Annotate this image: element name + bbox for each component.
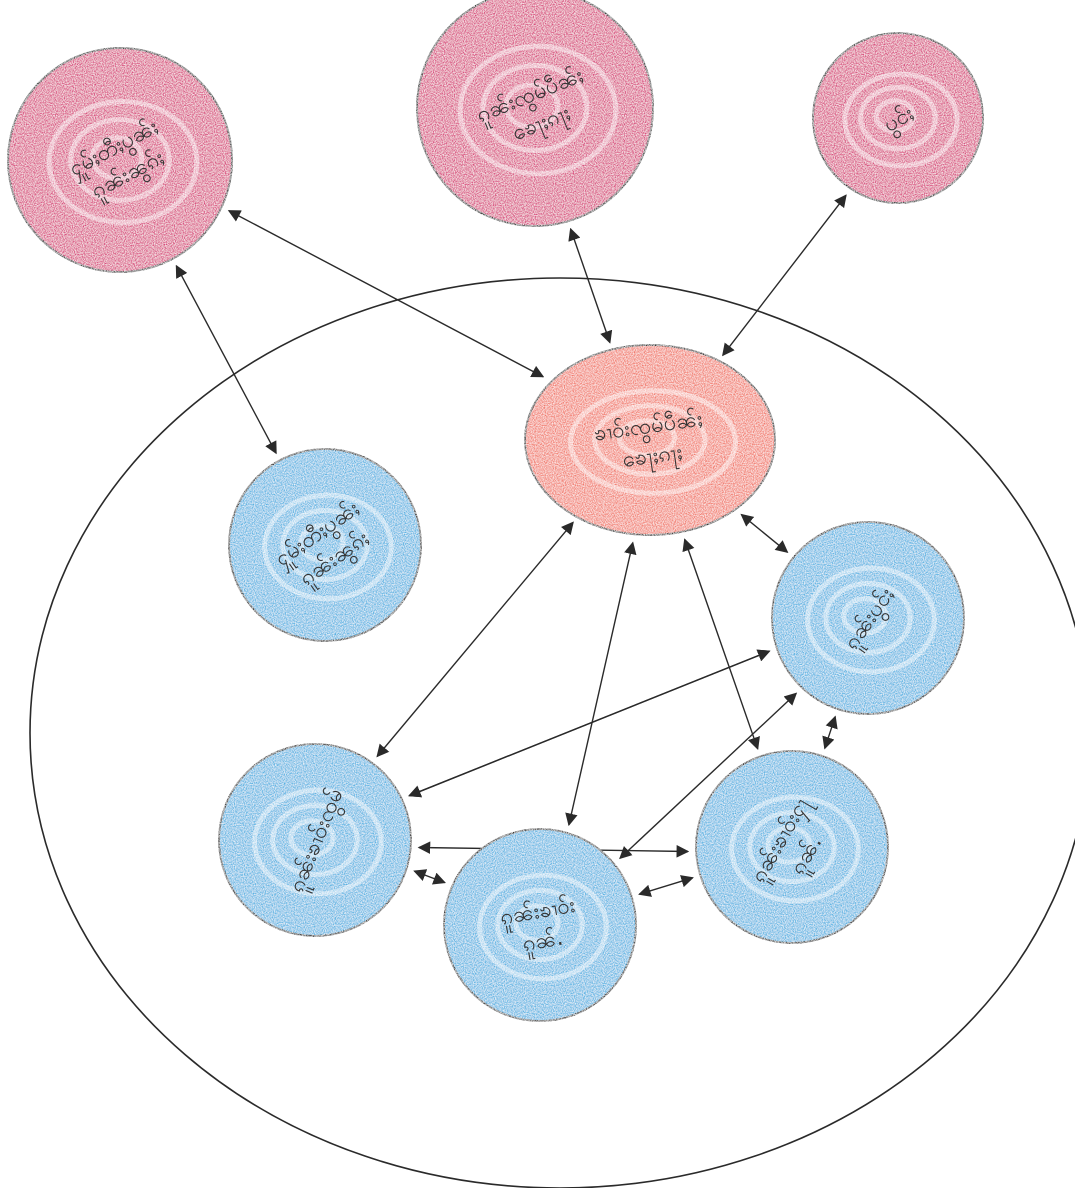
crayon-swirl: [805, 565, 937, 675]
boundary-ellipse: [29, 277, 1075, 1188]
crayon-swirl: [89, 135, 145, 181]
edge-center-inner-5: [682, 538, 760, 750]
node-circle-outer-3: [812, 32, 984, 204]
crayon-swirl: [765, 825, 813, 865]
node-outer-2: ၵူၼ်းၸွမ်ပဵၼ်ႈၶေႃႈၵႃႈ: [416, 0, 654, 227]
edge-outer-2-center: [568, 227, 613, 344]
node-inner-4: ၵူၼ်းၶၢဝ်းၵူၼ်.: [443, 828, 637, 1022]
edge-outer-1-center: [227, 210, 545, 378]
crayon-swirl: [747, 809, 837, 885]
edge-inner-2-inner-5: [822, 715, 838, 750]
node-inner-2: ၵူၼ်းပွင်ႈ: [771, 521, 965, 715]
node-inner-1: ႁူမ်ႈတီႈပွၼ်ႈၵူၼ်းၼွၵ်ႈ: [228, 448, 422, 642]
edge-inner-4-inner-5: [638, 875, 694, 897]
crayon-swirl: [262, 492, 394, 602]
crayon-swirl: [592, 403, 708, 477]
edges-layer: [175, 194, 847, 897]
crayon-swirl: [288, 818, 336, 858]
node-center: ၶၢဝ်းၸွမ်ပဵၼ်ႈၶေႃႈၵႃႈ: [524, 344, 776, 536]
edge-outer-3-center: [722, 194, 847, 357]
crayon-swirl: [477, 872, 609, 982]
nodes-layer: ႁူမ်ႈတီႈပွၼ်ႈၵူၼ်းၼွၵ်ႈ ၵူၼ်းၸွမ်ပဵၼ်ႈၶေႃ…: [7, 0, 984, 1022]
node-inner-3: ၵူၼ်းၶၢဝ်းၸွမ်: [218, 743, 412, 937]
node-circle-outer-2: [416, 0, 654, 227]
crayon-swirl: [842, 71, 960, 169]
node-circle-outer-1: [7, 47, 233, 273]
node-circle-inner-4: [443, 828, 637, 1022]
crayon-swirl: [873, 98, 917, 134]
crayon-swirl: [503, 82, 561, 130]
node-circle-inner-3: [218, 743, 412, 937]
crayon-swirl: [858, 84, 938, 152]
crayon-swirl: [252, 787, 384, 897]
node-inner-5: ၵူၼ်းၶၢဝ်းႁႃၵူၼ်.: [695, 750, 889, 944]
node-circle-inner-1: [228, 448, 422, 642]
edge-center-inner-2: [740, 513, 789, 553]
crayon-swirl: [480, 63, 590, 153]
crayon-swirl: [457, 43, 619, 177]
node-circle-inner-5: [695, 750, 889, 944]
crayon-swirl: [46, 99, 200, 225]
node-circle-inner-2: [771, 521, 965, 715]
crayon-swirl: [729, 794, 861, 904]
crayon-swirl: [513, 903, 561, 943]
edge-outer-1-inner-1: [175, 264, 277, 455]
crayon-swirl: [298, 523, 346, 563]
node-outer-3: ပွင်ႈ: [812, 32, 984, 204]
edge-center-inner-4: [565, 541, 637, 827]
crayon-swirl: [617, 418, 677, 458]
edge-inner-3-inner-4: [413, 869, 446, 885]
crayon-swirl: [568, 388, 738, 496]
edge-inner-2-inner-3: [408, 649, 771, 798]
crayon-swirl: [823, 580, 913, 656]
node-outer-1: ႁူမ်ႈတီႈပွၼ်ႈၵူၼ်းၼွၵ်ႈ: [7, 47, 233, 273]
crayon-swirl: [841, 596, 889, 636]
crayon-swirl: [280, 507, 370, 583]
node-circle-center: [524, 344, 776, 536]
crayon-swirl: [495, 887, 585, 963]
crayon-swirl: [68, 117, 172, 203]
crayon-swirl: [270, 802, 360, 878]
